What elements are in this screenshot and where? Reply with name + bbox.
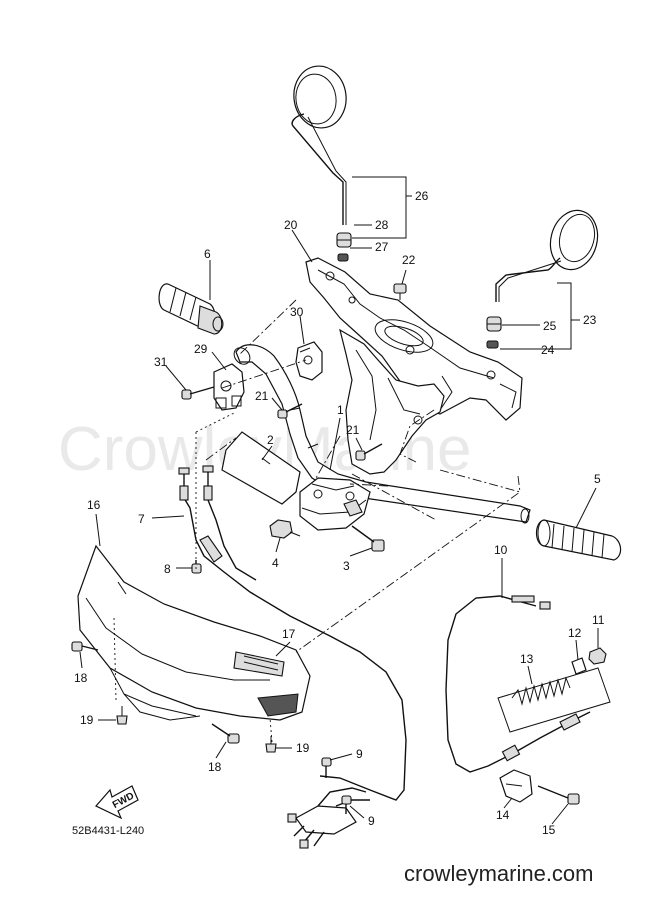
bolt-3 xyxy=(351,525,385,552)
part-11 xyxy=(588,647,607,665)
label-20: 20 xyxy=(284,218,298,232)
throttle-housing-29 xyxy=(213,363,245,411)
grip-left xyxy=(158,283,224,335)
label-26: 26 xyxy=(415,189,429,203)
label-19-left: 19 xyxy=(80,713,94,727)
label-4: 4 xyxy=(272,556,279,570)
label-22: 22 xyxy=(402,253,416,267)
handlebar xyxy=(233,344,531,524)
label-19-right: 19 xyxy=(296,741,310,755)
bolt-18-left xyxy=(71,641,99,652)
label-1: 1 xyxy=(337,403,344,417)
label-9-upper: 9 xyxy=(356,747,363,761)
bolt-21-upper xyxy=(277,403,303,419)
label-13: 13 xyxy=(520,652,534,666)
nut-4 xyxy=(269,519,301,539)
label-29: 29 xyxy=(194,342,208,356)
label-27: 27 xyxy=(375,240,389,254)
bolt-22 xyxy=(393,269,407,300)
diagram-ref-code: 52B4431-L240 xyxy=(72,825,144,837)
bolt-21-lower xyxy=(355,443,383,461)
clip-19-left xyxy=(116,706,128,725)
label-15: 15 xyxy=(542,823,556,837)
label-7: 7 xyxy=(138,512,145,526)
bolt-18-bottom xyxy=(211,723,240,744)
label-3: 3 xyxy=(343,559,350,573)
front-cover-16 xyxy=(77,544,311,721)
label-28: 28 xyxy=(375,218,389,232)
label-21-lower: 21 xyxy=(346,423,360,437)
leader-lines xyxy=(79,229,599,825)
right-mirror xyxy=(486,209,599,349)
label-2: 2 xyxy=(267,433,274,447)
under-cover xyxy=(339,328,445,475)
handlebar-cover xyxy=(305,257,523,421)
label-31: 31 xyxy=(154,355,168,369)
label-8: 8 xyxy=(164,562,171,576)
label-30: 30 xyxy=(290,305,304,319)
screw-9-lower xyxy=(341,795,352,814)
screw-9-upper xyxy=(321,757,332,778)
label-24: 24 xyxy=(541,343,555,357)
label-23: 23 xyxy=(583,313,597,327)
clip-19-right xyxy=(265,736,277,753)
screw-8 xyxy=(191,560,202,574)
label-9-lower: 9 xyxy=(368,814,375,828)
spring-13 xyxy=(511,676,571,706)
label-17: 17 xyxy=(282,627,296,641)
label-6: 6 xyxy=(204,247,211,261)
plate-2 xyxy=(221,431,301,505)
cable-joint-9 xyxy=(287,787,370,849)
bracket-14 xyxy=(499,769,533,803)
label-16: 16 xyxy=(87,498,101,512)
bolt-15 xyxy=(537,785,580,805)
left-mirror xyxy=(291,65,352,262)
label-25: 25 xyxy=(543,319,557,333)
part-12 xyxy=(571,657,587,675)
label-11: 11 xyxy=(592,613,605,627)
fwd-arrow-icon: FWD xyxy=(95,785,139,820)
label-21-upper: 21 xyxy=(255,389,269,403)
label-5: 5 xyxy=(594,472,601,486)
cable-end-assembly xyxy=(501,711,591,762)
screw-31 xyxy=(181,386,215,400)
label-18-bottom: 18 xyxy=(208,760,222,774)
throttle-cable-7 xyxy=(178,465,407,801)
footer-url: crowleymarine.com xyxy=(404,861,594,886)
label-10: 10 xyxy=(494,543,508,557)
throttle-housing-30 xyxy=(295,341,323,381)
grip-right xyxy=(535,519,622,561)
label-14: 14 xyxy=(496,808,510,822)
handlebar-holder xyxy=(299,477,371,531)
part-number-labels: 1 2 3 4 5 6 7 8 9 9 10 11 12 13 14 15 16… xyxy=(74,189,605,837)
label-18-left: 18 xyxy=(74,671,88,685)
label-12: 12 xyxy=(568,626,582,640)
brake-cable-10 xyxy=(445,595,551,773)
